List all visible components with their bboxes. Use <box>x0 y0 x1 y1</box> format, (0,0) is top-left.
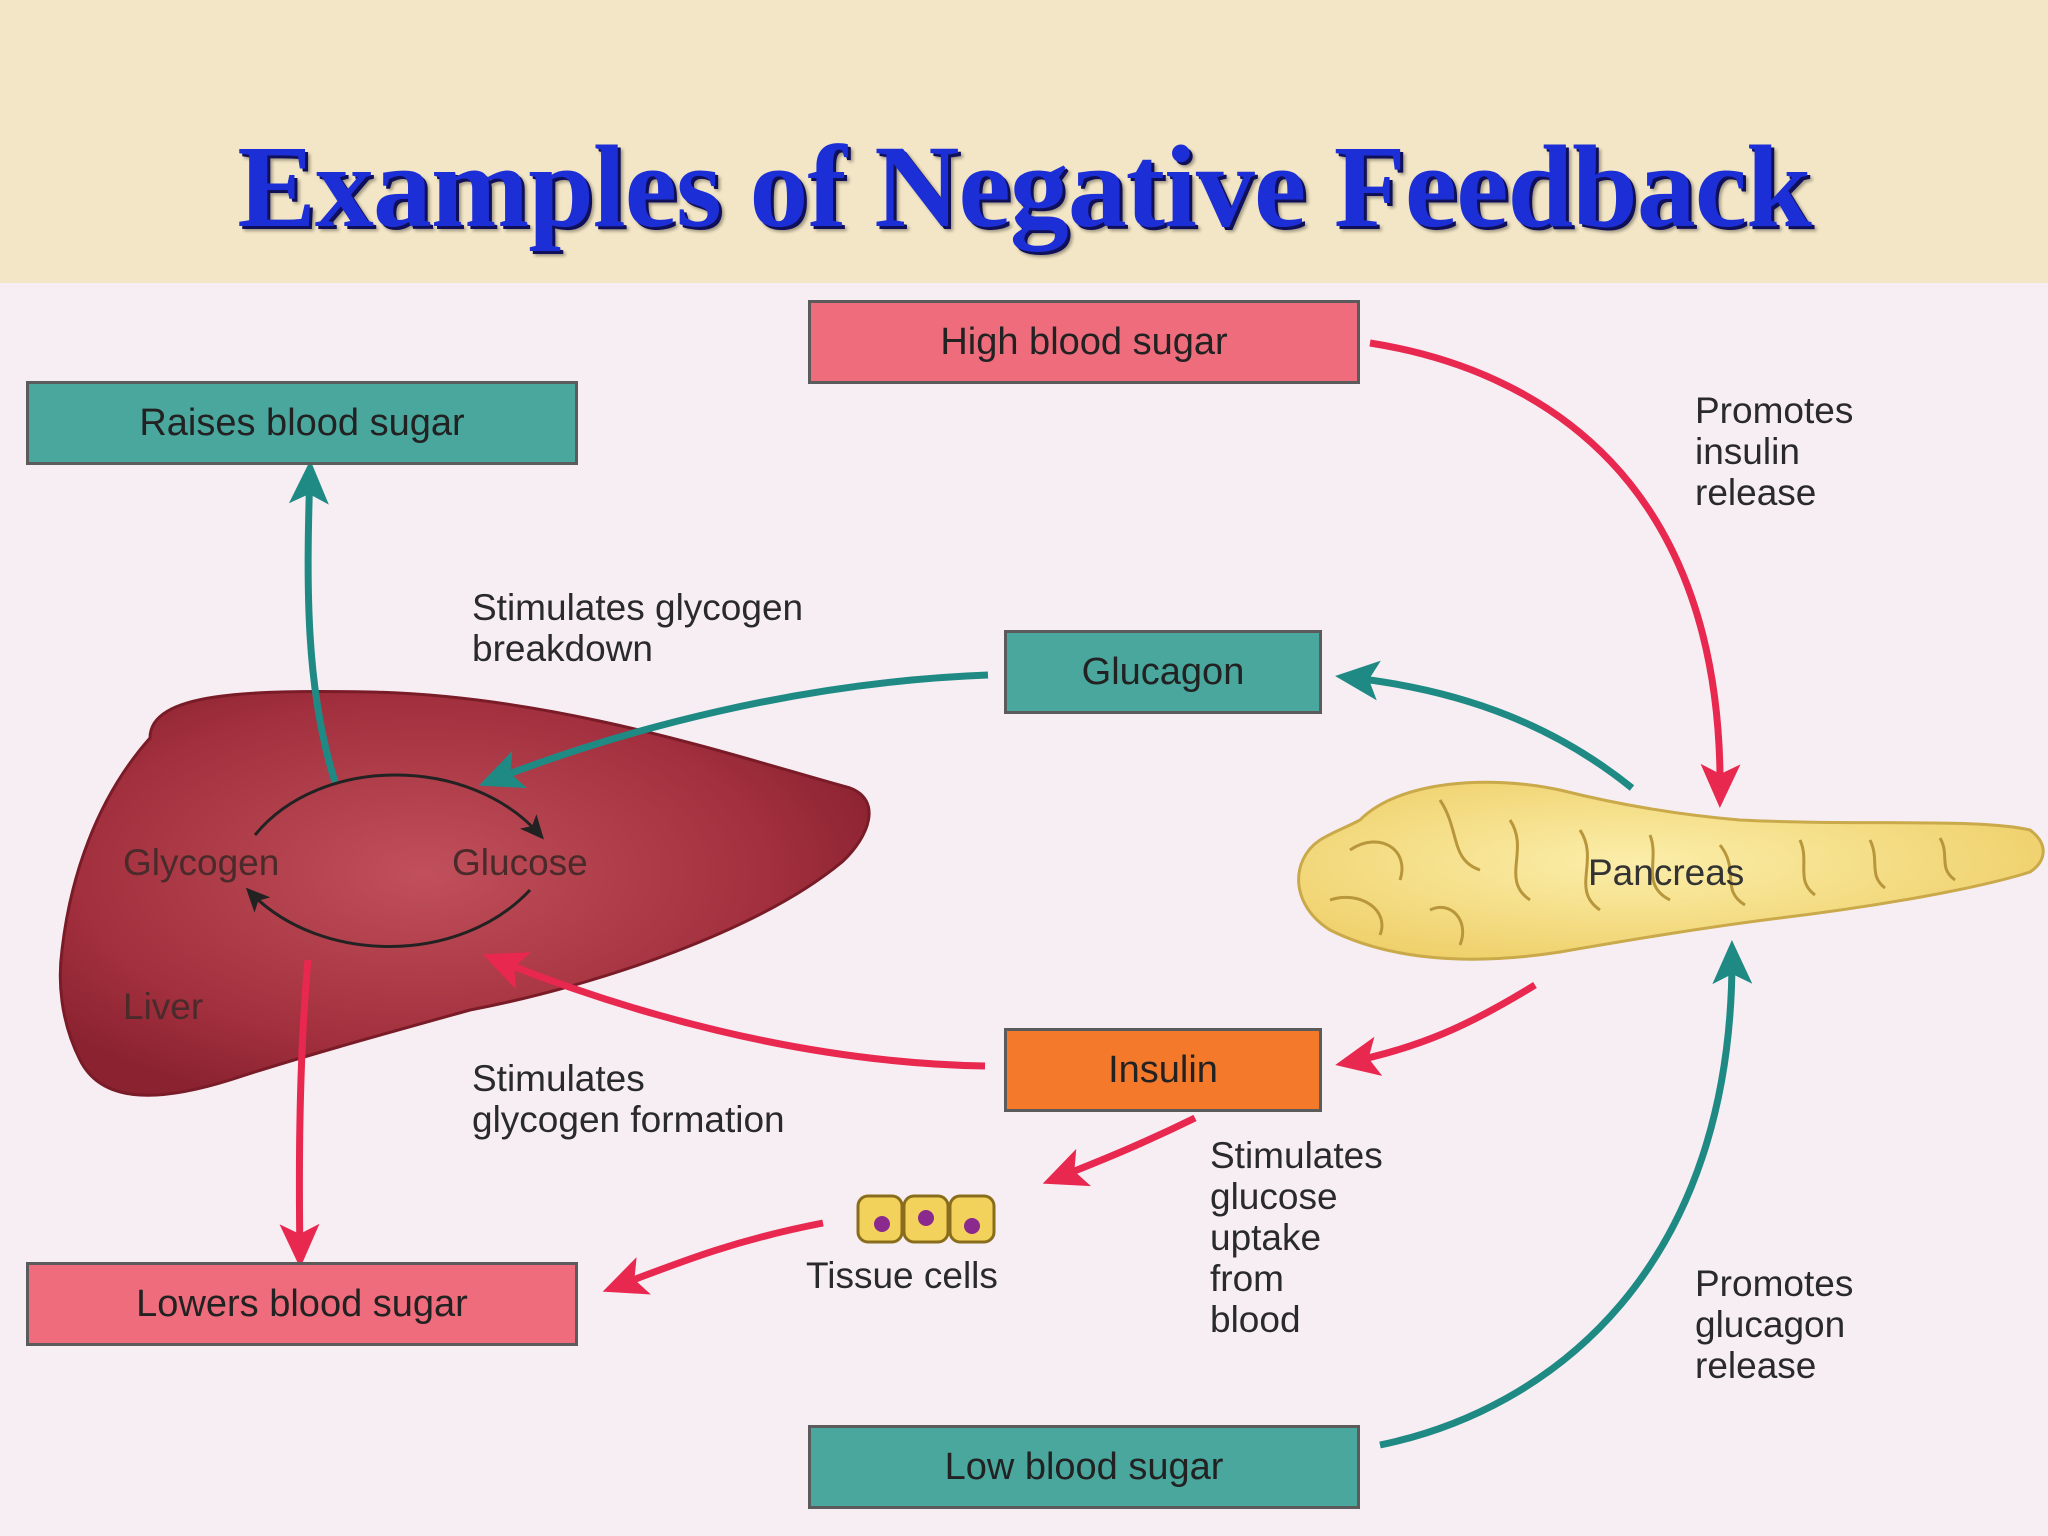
raises-blood-sugar-box: Raises blood sugar <box>26 381 578 465</box>
arrow-pancreas-to-glucagon <box>1335 660 1635 791</box>
stimulates-glycogen-breakdown-label: Stimulates glycogen breakdown <box>472 587 804 669</box>
arrow-insulin-to-liver <box>482 952 986 1070</box>
tissue-cells-shape <box>856 1194 996 1244</box>
stimulates-glycogen-formation-label: Stimulates glycogen formation <box>472 1058 785 1140</box>
pancreas-label: Pancreas <box>1588 852 1745 893</box>
cycle-arrow-top <box>253 773 544 840</box>
arrow-liver-to-lowers <box>279 959 320 1268</box>
promotes-glucagon-release-label: Promotes glucagon release <box>1695 1263 1854 1386</box>
arrow-high-to-pancreas <box>1369 339 1741 808</box>
arrow-pancreas-to-insulin <box>1335 982 1537 1076</box>
pancreas-shape <box>1297 780 2045 961</box>
insulin-box: Insulin <box>1004 1028 1322 1112</box>
page-title: Examples of Negative Feedback <box>237 121 1812 252</box>
arrow-glucagon-to-liver <box>478 671 989 789</box>
high-blood-sugar-box: High blood sugar <box>808 300 1360 384</box>
glucagon-box: Glucagon <box>1004 630 1322 714</box>
cycle-arrow-bottom <box>245 887 532 948</box>
arrow-low-to-pancreas <box>1379 940 1753 1449</box>
stimulates-glucose-uptake-label: Stimulates glucose uptake from blood <box>1210 1135 1383 1340</box>
liver-shape <box>58 690 871 1097</box>
promotes-insulin-release-label: Promotes insulin release <box>1695 390 1854 513</box>
arrow-insulin-to-tissue <box>1042 1114 1197 1187</box>
glycogen-label: Glycogen <box>123 842 280 883</box>
tissue-cells-label: Tissue cells <box>806 1255 998 1296</box>
liver-label: Liver <box>123 986 204 1027</box>
title-banner <box>0 0 2048 283</box>
low-blood-sugar-box: Low blood sugar <box>808 1425 1360 1509</box>
glucose-label: Glucose <box>452 842 588 883</box>
arrow-tissue-to-lowers <box>602 1219 824 1295</box>
lowers-blood-sugar-box: Lowers blood sugar <box>26 1262 578 1346</box>
arrow-liver-to-raises <box>288 460 339 784</box>
